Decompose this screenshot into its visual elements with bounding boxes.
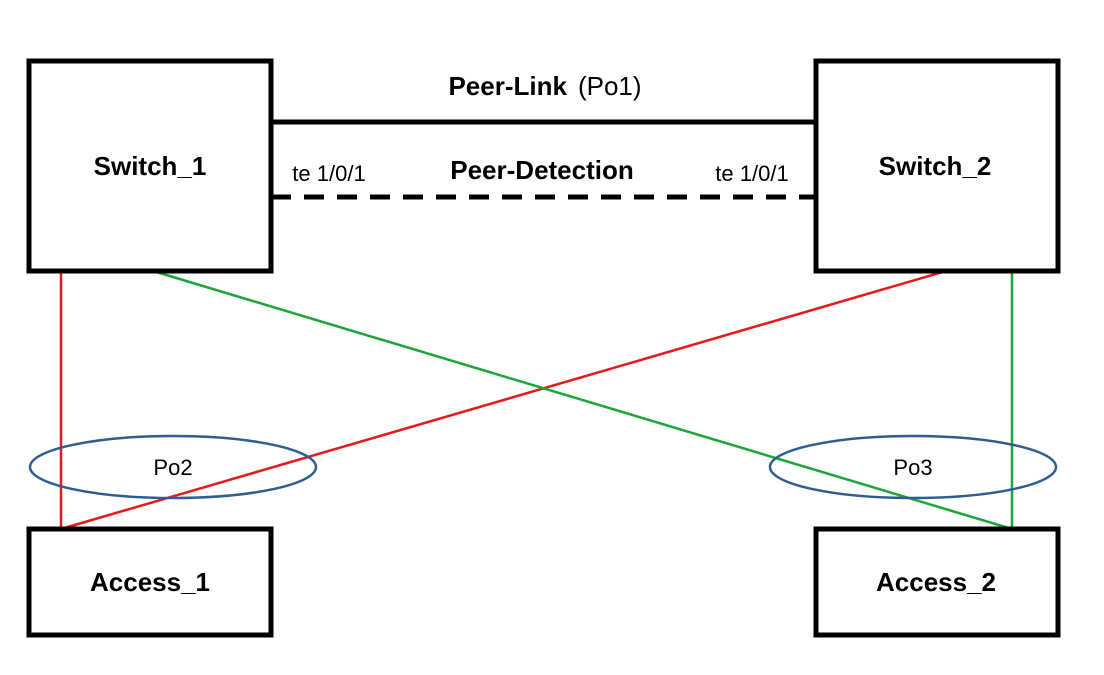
switch-1-label: Switch_1: [94, 151, 207, 181]
uplink-switch2-access1: [60, 269, 947, 531]
access-2-label: Access_2: [876, 567, 996, 597]
access-2-node: Access_2: [813, 526, 1061, 638]
switch-2-node: Switch_2: [813, 58, 1061, 274]
port-channel-po3-ellipse: [768, 434, 1058, 500]
peer-link-suffix: (Po1): [578, 71, 642, 101]
port-channel-po3-label: Po3: [893, 455, 932, 480]
access-1-node: Access_1: [26, 526, 274, 638]
switch-1-node: Switch_1: [26, 58, 274, 274]
port-channel-po2-label: Po2: [153, 455, 192, 480]
switch-2-label: Switch_2: [879, 151, 992, 181]
uplink-switch1-access2: [152, 269, 1013, 531]
peer-detection-left-port: te 1/0/1: [292, 161, 365, 186]
peer-link-name: Peer-Link: [448, 71, 567, 101]
peer-detection-right-port: te 1/0/1: [715, 161, 788, 186]
port-channel-po2-ellipse: [28, 434, 318, 500]
peer-link-label: Peer-Link (Po1): [448, 71, 641, 101]
access-1-label: Access_1: [90, 567, 210, 597]
peer-detection-label: Peer-Detection: [450, 155, 634, 185]
